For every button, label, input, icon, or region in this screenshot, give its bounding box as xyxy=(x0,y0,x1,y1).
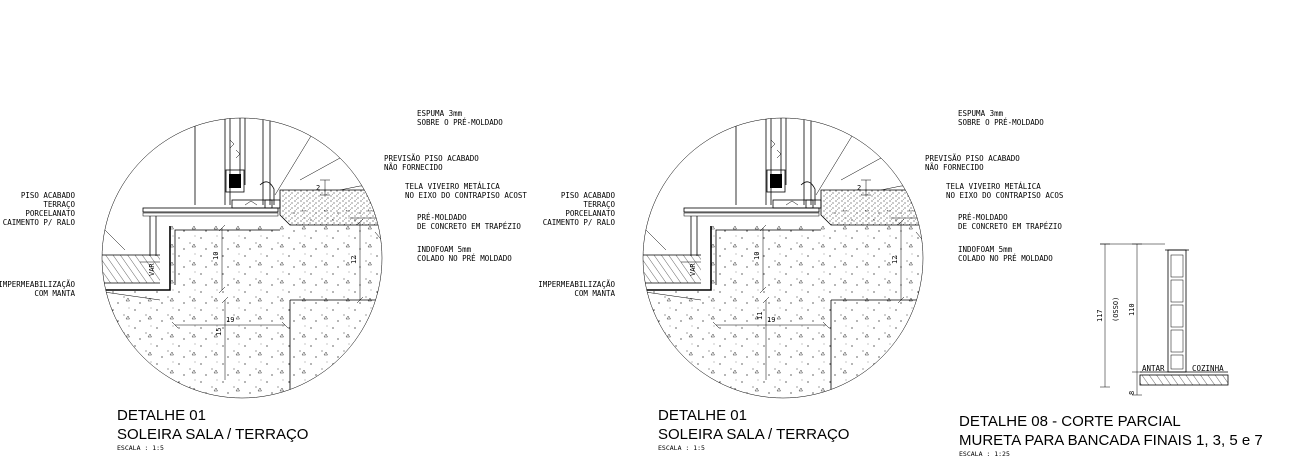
floor-slab xyxy=(1139,374,1229,386)
dim-osso: (OSSO) xyxy=(1112,297,1120,322)
label-piso-4: CAIMENTO P/ RALO xyxy=(3,218,76,227)
dim-11: 11 xyxy=(756,312,764,320)
detail-2-scale: ESCALA : 1:5 xyxy=(658,444,705,452)
label-espuma-2: SOBRE O PRÉ-MOLDADO xyxy=(958,118,1044,127)
label-cozinha: COZINHA xyxy=(1192,364,1224,373)
label-tela-2: NO EIXO DO CONTRAPISO ACOST xyxy=(405,191,527,200)
label-antar: ANTAR xyxy=(1142,364,1165,373)
label-piso-1: PISO ACABADO xyxy=(561,191,616,200)
label-piso-1: PISO ACABADO xyxy=(21,191,76,200)
detail-1-scale: ESCALA : 1:5 xyxy=(117,444,164,452)
detail-1-section xyxy=(102,118,382,398)
detail-08-subtitle: MURETA PARA BANCADA FINAIS 1, 3, 5 e 7 xyxy=(959,432,1263,449)
label-imper-2: COM MANTA xyxy=(574,289,615,298)
dim-10: 10 xyxy=(212,252,220,260)
label-premoldado-2: DE CONCRETO EM TRAPÉZIO xyxy=(417,222,521,231)
label-indofoam-2: COLADO NO PRÉ MOLDADO xyxy=(958,254,1053,263)
detail-2: ESPUMA 3mm SOBRE O PRÉ-MOLDADO PREVISÃO … xyxy=(538,109,1064,452)
detail-1-boundary-circle xyxy=(101,117,383,399)
label-piso-2: TERRAÇO xyxy=(583,200,615,209)
detail-08-scale: ESCALA : 1:25 xyxy=(959,450,1010,458)
label-previsao-1: PREVISÃO PISO ACABADO xyxy=(384,154,479,163)
label-piso-2: TERRAÇO xyxy=(43,200,75,209)
detail-08-title: DETALHE 08 - CORTE PARCIAL xyxy=(959,413,1181,430)
label-piso-3: PORCELANATO xyxy=(25,209,75,218)
dim-19: 19 xyxy=(226,316,234,324)
label-imper-1: IMPERMEABILIZAÇÃO xyxy=(0,280,75,289)
detail-2-section xyxy=(643,118,923,398)
label-espuma-1: ESPUMA 3mm xyxy=(417,109,463,118)
wall-section xyxy=(1167,249,1187,373)
dim-19: 19 xyxy=(767,316,775,324)
label-piso-3: PORCELANATO xyxy=(565,209,615,218)
label-espuma-2: SOBRE O PRÉ-MOLDADO xyxy=(417,118,503,127)
label-tela-1: TELA VIVEIRO METÁLICA xyxy=(405,182,500,191)
label-indofoam-1: INDOFOAM 5mm xyxy=(417,245,472,254)
dim-var: VAR xyxy=(689,263,697,276)
label-espuma-1: ESPUMA 3mm xyxy=(958,109,1004,118)
label-premoldado-1: PRÉ-MOLDADO xyxy=(958,213,1008,222)
label-imper-1: IMPERMEABILIZAÇÃO xyxy=(538,280,615,289)
label-previsao-2: NÃO FORNECIDO xyxy=(925,163,984,172)
label-tela-2: NO EIXO DO CONTRAPISO ACOS xyxy=(946,191,1064,200)
detail-2-subtitle: SOLEIRA SALA / TERRAÇO xyxy=(658,426,849,443)
detail-2-boundary-circle xyxy=(642,117,924,399)
detail-08: 117 (OSSO) 110 8 ANTAR COZINHA DETALHE 0… xyxy=(959,243,1263,458)
dim-12: 12 xyxy=(891,256,899,264)
dim-110: 110 xyxy=(1128,303,1136,316)
label-previsao-1: PREVISÃO PISO ACABADO xyxy=(925,154,1020,163)
detail-2-title: DETALHE 01 xyxy=(658,407,747,424)
dim-117: 117 xyxy=(1096,309,1104,322)
label-indofoam-1: INDOFOAM 5mm xyxy=(958,245,1013,254)
label-premoldado-1: PRÉ-MOLDADO xyxy=(417,213,467,222)
detail-1: ESPUMA 3mm SOBRE O PRÉ-MOLDADO PREVISÃO … xyxy=(0,109,527,452)
detail-1-title: DETALHE 01 xyxy=(117,407,206,424)
dim-15: 15 xyxy=(215,328,223,336)
label-indofoam-2: COLADO NO PRÉ MOLDADO xyxy=(417,254,512,263)
dim-2: 2 xyxy=(316,184,320,192)
dim-8: 8 xyxy=(1128,391,1136,395)
label-previsao-2: NÃO FORNECIDO xyxy=(384,163,443,172)
label-tela-1: TELA VIVEIRO METÁLICA xyxy=(946,182,1041,191)
label-imper-2: COM MANTA xyxy=(34,289,75,298)
dim-12: 12 xyxy=(350,256,358,264)
label-premoldado-2: DE CONCRETO EM TRAPÉZIO xyxy=(958,222,1062,231)
detail-1-subtitle: SOLEIRA SALA / TERRAÇO xyxy=(117,426,308,443)
label-piso-4: CAIMENTO P/ RALO xyxy=(543,218,616,227)
dim-2: 2 xyxy=(857,184,861,192)
dim-var: VAR xyxy=(148,263,156,276)
dim-10: 10 xyxy=(753,252,761,260)
